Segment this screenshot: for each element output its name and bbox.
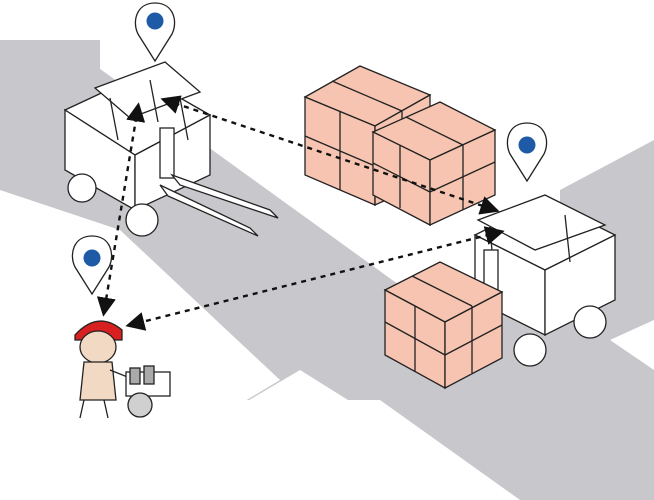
lane-white-bottom-left [0, 190, 280, 500]
map-pin-icon [71, 235, 113, 296]
map-pin-icon [506, 122, 548, 183]
map-pin-icon [134, 2, 176, 63]
data-links [96, 95, 505, 331]
road-left-band [0, 40, 100, 70]
worker [74, 320, 171, 419]
lane-white-middle [80, 370, 460, 500]
stacked-boxes [303, 65, 497, 227]
lane-white-right [610, 320, 654, 370]
